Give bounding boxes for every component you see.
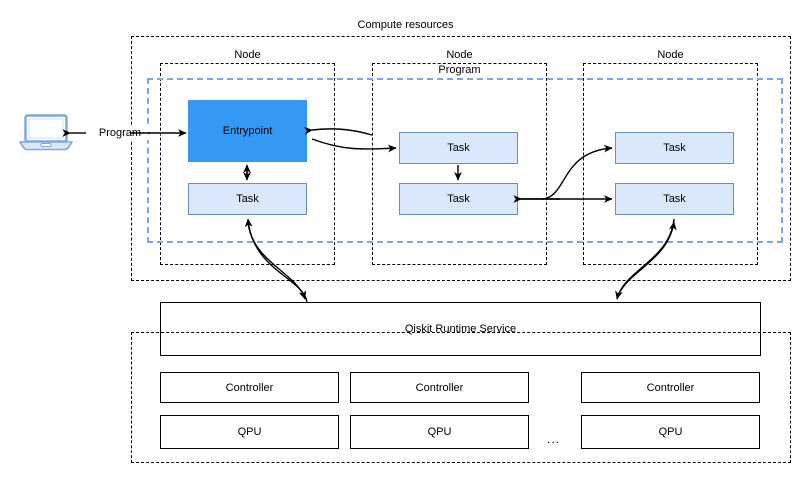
qpu-block-3[interactable]: QPU	[581, 415, 760, 449]
controller-block-3[interactable]: Controller	[581, 372, 760, 403]
diagram-title: Compute resources	[357, 19, 454, 31]
program-container	[147, 78, 783, 243]
entrypoint-block[interactable]: Entrypoint	[188, 100, 307, 162]
compute-resources-container	[131, 36, 791, 281]
qpu-block-1[interactable]: QPU	[160, 415, 339, 449]
task-block-node1[interactable]: Task	[188, 183, 307, 215]
laptop-icon	[18, 112, 74, 157]
program-label: Program	[438, 64, 481, 76]
node-label-3: Node	[657, 49, 684, 61]
task-block-node2-bottom[interactable]: Task	[399, 183, 518, 215]
qpu-ellipsis: ...	[547, 432, 561, 446]
node-label-1: Node	[234, 49, 261, 61]
task-block-node3-top[interactable]: Task	[615, 132, 734, 164]
task-block-node3-bottom[interactable]: Task	[615, 183, 734, 215]
qpu-block-2[interactable]: QPU	[350, 415, 529, 449]
task-block-node2-top[interactable]: Task	[399, 132, 518, 164]
program-link-label: Program	[88, 127, 152, 140]
node-label-2: Node	[446, 49, 473, 61]
controller-block-2[interactable]: Controller	[350, 372, 529, 403]
controller-block-1[interactable]: Controller	[160, 372, 339, 403]
backends-container	[131, 332, 791, 463]
